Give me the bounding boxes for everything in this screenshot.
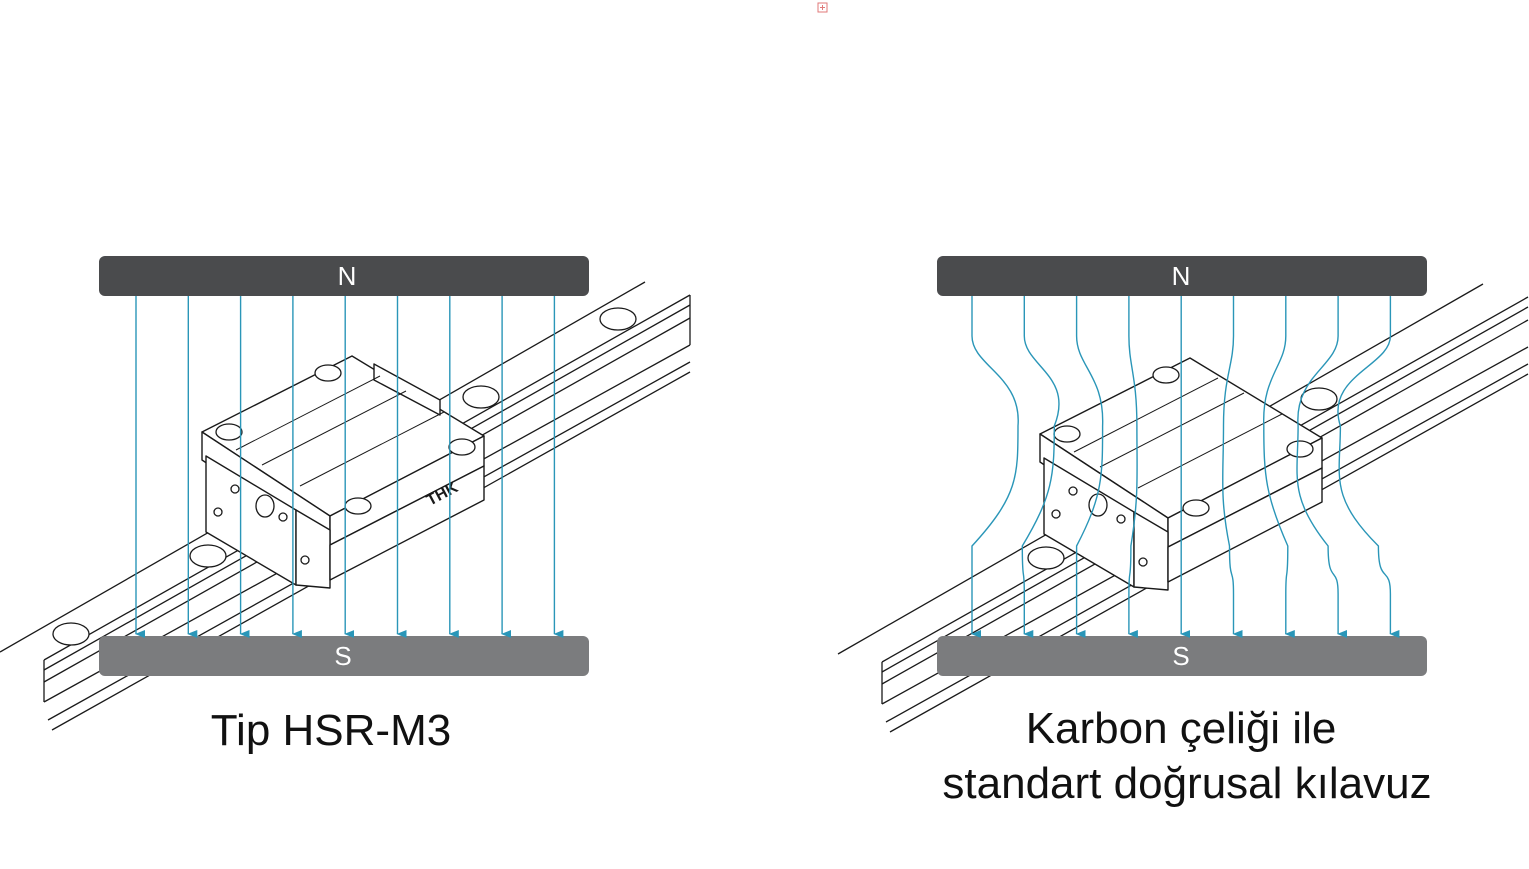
magnetic-field-lines <box>135 296 564 638</box>
block-tap-hole <box>344 497 372 515</box>
panel-carbon-steel-guide: N S Karbon çeliği ile standart doğrusal … <box>837 256 1529 808</box>
field-line-arrow <box>971 296 1019 638</box>
rail-mount-hole <box>1027 546 1065 570</box>
grease-nipple <box>255 494 275 518</box>
south-label: S <box>1172 641 1189 671</box>
field-line-arrow <box>1296 296 1348 638</box>
rail-mount-hole <box>599 307 637 331</box>
rail-mount-hole <box>189 544 227 568</box>
north-magnet: N <box>99 256 589 296</box>
north-label: N <box>338 261 357 291</box>
panel-hsr-m3: THK N S Tip HSR-M3 <box>0 256 691 755</box>
south-magnet: S <box>99 636 589 676</box>
south-magnet: S <box>937 636 1427 676</box>
end-seal-screw <box>213 507 223 517</box>
rail-mount-hole <box>462 385 500 409</box>
block-tap-hole <box>448 438 476 456</box>
north-magnet: N <box>937 256 1427 296</box>
caption-line-2: standart doğrusal kılavuz <box>942 759 1431 808</box>
field-line-arrow <box>1075 296 1104 638</box>
end-seal-screw <box>1068 486 1078 496</box>
rail-mount-hole <box>1300 387 1338 411</box>
field-line-arrow <box>1263 296 1295 638</box>
end-seal-screw <box>1051 509 1061 519</box>
block-tap-hole <box>314 364 342 382</box>
field-line-arrow <box>1127 296 1138 638</box>
block-tap-hole <box>1182 499 1210 517</box>
end-seal-screw <box>300 555 310 565</box>
field-line-arrow <box>1021 296 1060 638</box>
south-label: S <box>334 641 351 671</box>
north-label: N <box>1172 261 1191 291</box>
block-tap-hole <box>1152 366 1180 384</box>
block-tap-hole <box>1286 440 1314 458</box>
linear-guide-illustration: THK <box>0 281 691 731</box>
field-line-arrow <box>1222 296 1243 638</box>
field-line-arrow <box>1337 296 1400 638</box>
block-tap-hole <box>215 423 243 441</box>
end-seal-screw <box>1116 514 1126 524</box>
caption-line-1: Karbon çeliği ile <box>1026 704 1337 753</box>
caption-line-1: Tip HSR-M3 <box>211 706 451 755</box>
magnetic-field-lines <box>971 296 1400 638</box>
expand-icon[interactable] <box>817 2 828 13</box>
carriage-block: THK <box>201 355 485 589</box>
end-seal-screw <box>230 484 240 494</box>
end-seal-screw <box>1138 557 1148 567</box>
block-tap-hole <box>1053 425 1081 443</box>
end-seal-screw <box>278 512 288 522</box>
rail-mount-hole <box>52 622 90 646</box>
